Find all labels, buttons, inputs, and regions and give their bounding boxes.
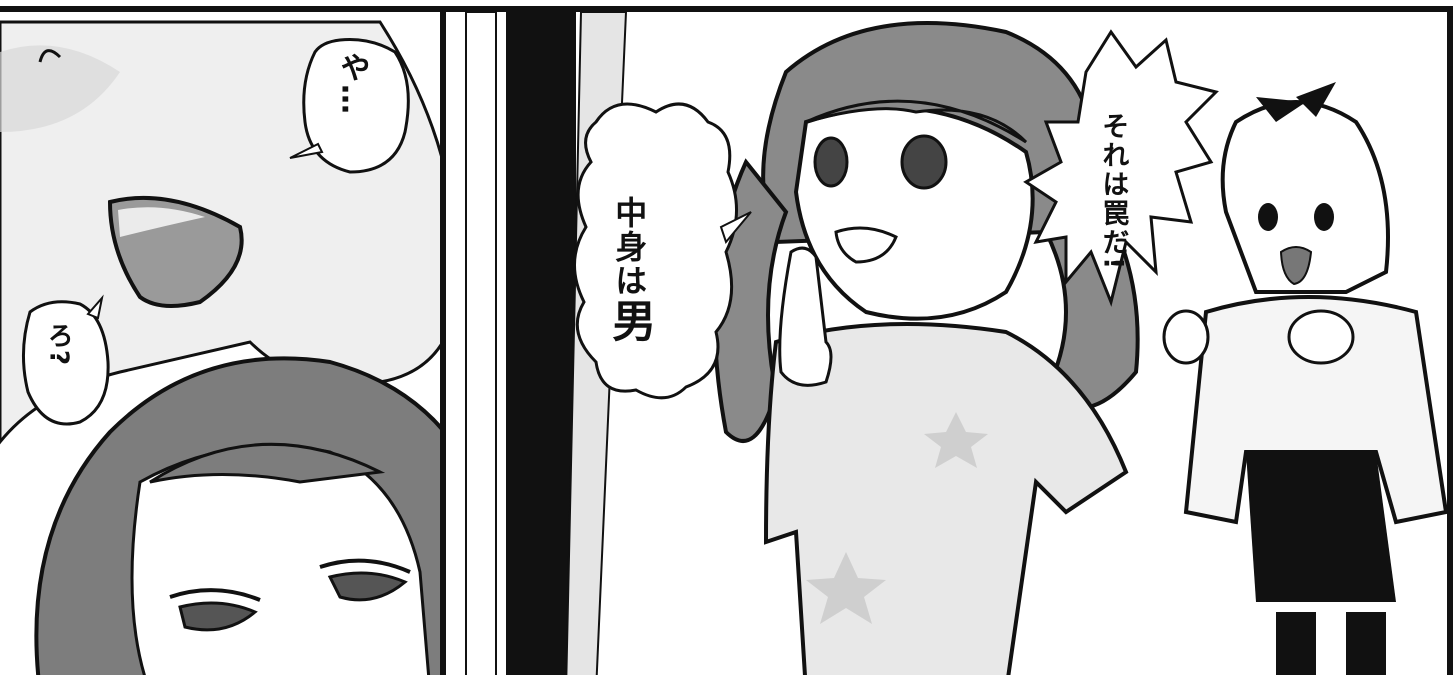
hair-ribbon [1256, 97, 1306, 122]
speech-text-wana: それは罠だ! [1097, 112, 1129, 272]
speech-bubble-ya [302, 38, 410, 174]
curtain [506, 12, 576, 675]
speech-bubble-wana [1023, 29, 1219, 307]
center-mouth [834, 226, 898, 264]
panel-left [0, 6, 464, 675]
speech-text-ro: ろ? [43, 322, 74, 368]
pointing-hand [778, 246, 833, 387]
girl-face-center [793, 105, 1035, 321]
center-eye-right [900, 134, 948, 190]
speech-text-nakami: 中身は男 [604, 196, 656, 344]
speech-bubble-nakami [573, 102, 738, 400]
black-skirt [1246, 452, 1396, 602]
panel-right-art [465, 12, 1447, 675]
shouting-mouth [1279, 246, 1313, 286]
speech-bubble-ro [22, 300, 110, 426]
right-eye [327, 571, 408, 602]
speech-text-nakami-a: 中身は [610, 196, 649, 298]
speech-text-ya: や… [334, 52, 370, 116]
panel-left-art [0, 20, 458, 675]
center-eye-left [813, 136, 849, 188]
panel-right [440, 6, 1453, 675]
left-eye [178, 601, 258, 632]
speech-text-nakami-b: 男 [604, 298, 656, 344]
